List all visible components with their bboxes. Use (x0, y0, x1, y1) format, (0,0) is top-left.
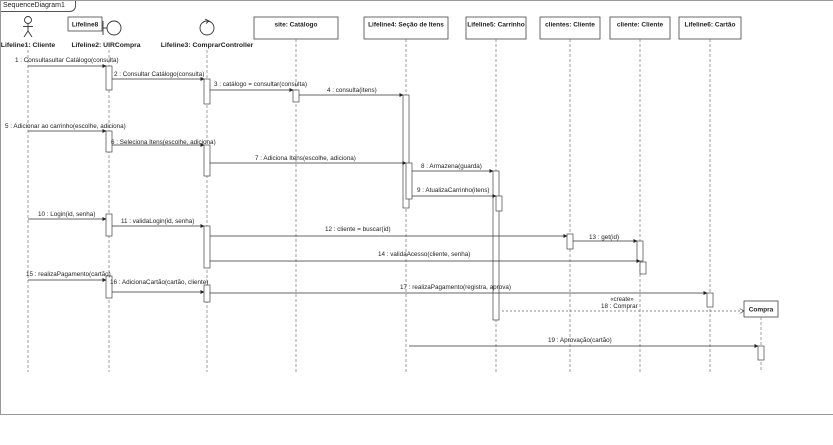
message-16[interactable]: 16 : AdicionaCartão(cartão, cliente) (110, 279, 208, 294)
message-label: 11 : validaLogin(id, senha) (121, 218, 194, 225)
lifeline-label: site: Catálogo (275, 22, 318, 29)
activation-bar (203, 78, 211, 105)
message-label: 8 : Armazena(guarda) (421, 163, 482, 170)
message-label: 13 : get(id) (589, 234, 619, 241)
message-label: 10 : Login(id, senha) (38, 211, 95, 218)
message-label: 15 : realizaPagamento(cartão) (26, 271, 111, 278)
control-icon (199, 18, 215, 36)
message-label: 1 : Consultasultar Catálogo(consulta) (15, 57, 119, 64)
message-label: 4 : consulta(itens) (327, 87, 377, 94)
activations-layer (105, 65, 765, 361)
message-label: 5 : Adicionar ao carrinho(escolhe, adici… (5, 123, 126, 130)
activation-bar (492, 170, 500, 321)
message-label: 7 : Adiciona Itens(escolhe, adiciona) (255, 155, 356, 162)
message-15[interactable]: 15 : realizaPagamento(cartão) (26, 271, 111, 282)
message-stereotype: «create» (610, 297, 634, 303)
lifeline-label: Lifeline4: Seção de Itens (368, 22, 444, 29)
activation-bar (405, 162, 413, 200)
message-label: 12 : cliente = buscar(id) (325, 226, 391, 233)
activation-bar (203, 225, 211, 269)
lifeline-box (67, 16, 103, 32)
lifeline-label: Lifeline2: UIRCompra (71, 42, 140, 49)
lifeline-l1[interactable]: Lifeline1: Cliente (1, 16, 56, 373)
activation-bar (105, 275, 113, 299)
message-10[interactable]: 10 : Login(id, senha) (28, 211, 107, 221)
message-11[interactable]: 11 : validaLogin(id, senha) (112, 218, 205, 228)
message-label: 9 : AtualizaCarrinho(itens) (417, 187, 489, 194)
diagram-frame (0, 0, 833, 415)
lifeline-l10[interactable]: Compra (743, 300, 779, 372)
activation-bar (105, 213, 113, 237)
message-label: 18 : Comprar (601, 303, 638, 310)
lifeline-label: cliente: Cliente (617, 22, 664, 29)
message-7[interactable]: 7 : Adiciona Itens(escolhe, adiciona) (210, 155, 407, 165)
lifeline-label: Lifeline1: Cliente (1, 42, 56, 49)
message-12[interactable]: 12 : cliente = buscar(id) (210, 226, 568, 238)
lifeline-l3[interactable]: Lifeline3: ComprarController (161, 18, 254, 372)
activation-bar (636, 240, 644, 262)
lifeline-label: Compra (749, 307, 774, 314)
activation-bar (639, 261, 647, 275)
lifeline-l9[interactable]: Lifeline6: Cartão (678, 16, 742, 372)
activation-bar (402, 94, 410, 209)
lifeline-label: Lifeline3: ComprarController (161, 42, 254, 49)
activation-bar (706, 292, 714, 308)
message-19[interactable]: 19 : Aprovação(cartão) (409, 337, 759, 348)
messages-layer: 1 : Consultasultar Catálogo(consulta) 2 :… (5, 57, 759, 348)
lifeline-l8[interactable]: cliente: Cliente (609, 16, 671, 372)
message-17[interactable]: 17 : realizaPagamento(registra, aprova) (210, 284, 708, 295)
message-6[interactable]: 6 : Seleciona Itens(escolhe, adiciona) (111, 139, 216, 147)
message-3[interactable]: 3 : catálogo = consultar(consulta) (210, 81, 307, 92)
activation-bar (105, 130, 113, 153)
message-18[interactable]: 18 : Comprar«create» (502, 297, 744, 311)
lifeline-label: Lifeline5: Carrinho (467, 22, 524, 29)
activation-bar (292, 89, 300, 103)
actor-icon (23, 16, 33, 38)
activation-bar (757, 345, 765, 361)
message-label: 2 : Consultar Catálogo(consulta) (114, 71, 204, 78)
message-14[interactable]: 14 : validaAcesso(cliente, senha) (210, 251, 641, 263)
lifeline-label: clientes: Cliente (545, 22, 595, 29)
message-label: 19 : Aprovação(cartão) (548, 337, 612, 344)
message-label: 3 : catálogo = consultar(consulta) (214, 81, 307, 88)
message-1[interactable]: 1 : Consultasultar Catálogo(consulta) (15, 57, 119, 68)
message-label: 16 : AdicionaCartão(cartão, cliente) (110, 279, 208, 286)
message-2[interactable]: 2 : Consultar Catálogo(consulta) (112, 71, 205, 81)
boundary-icon (102, 20, 122, 36)
message-4[interactable]: 4 : consulta(itens) (299, 87, 404, 97)
message-8[interactable]: 8 : Armazena(guarda) (412, 163, 494, 173)
message-5[interactable]: 5 : Adicionar ao carrinho(escolhe, adici… (5, 123, 126, 133)
message-9[interactable]: 9 : AtualizaCarrinho(itens) (412, 187, 497, 198)
message-label: 6 : Seleciona Itens(escolhe, adiciona) (111, 139, 216, 146)
lifeline-label: Lifeline6: Cartão (685, 22, 736, 29)
lifeline-l4[interactable]: site: Catálogo (253, 16, 339, 372)
message-13[interactable]: 13 : get(id) (573, 234, 638, 243)
message-label: 14 : validaAcesso(cliente, senha) (378, 251, 470, 258)
message-label: 17 : realizaPagamento(registra, aprova) (400, 284, 511, 291)
lifeline-l7[interactable]: clientes: Cliente (539, 16, 601, 372)
activation-bar (203, 284, 211, 303)
activation-bar (566, 233, 574, 250)
activation-bar (105, 65, 113, 91)
activation-bar (203, 144, 211, 177)
lifeline-box-label: Lifeline8 (72, 22, 99, 29)
activation-bar (495, 195, 503, 212)
frame-title: SequenceDiagram1 (0, 0, 76, 12)
